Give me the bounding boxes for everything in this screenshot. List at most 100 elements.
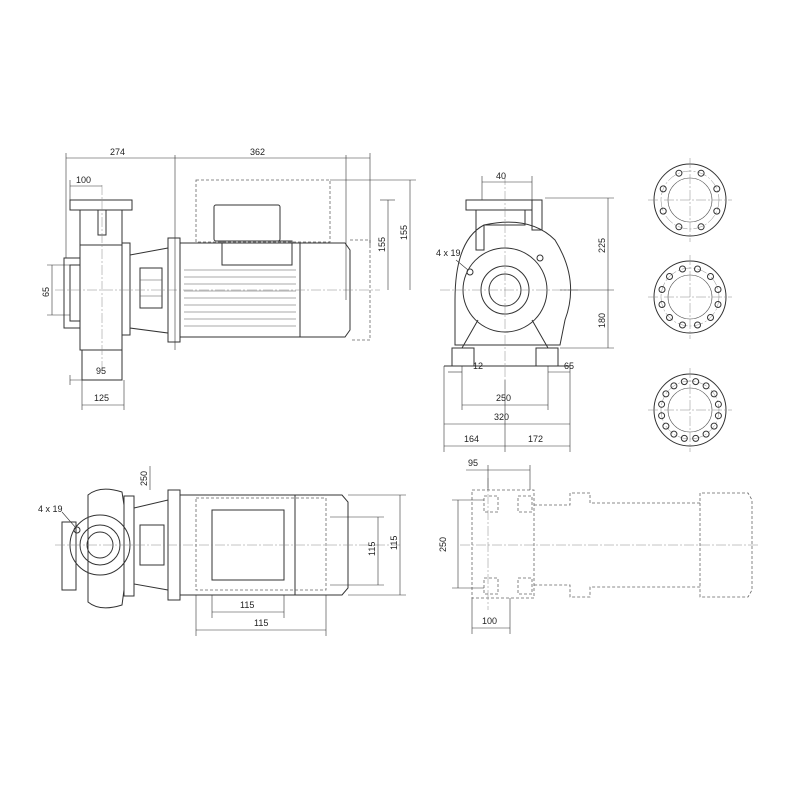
- side-outlet-neck: [79, 210, 123, 246]
- flange-bolt-hole: [692, 434, 700, 442]
- flange-bolt-hole: [662, 390, 670, 398]
- dim-65-front: 65: [564, 361, 574, 371]
- plan-adapter-flange: [123, 495, 135, 597]
- side-inlet-flange: [63, 257, 81, 329]
- flange-bolt-hole: [714, 400, 722, 408]
- footprint-dimensions: 95 250 100: [438, 458, 531, 634]
- side-outlet-flange: [69, 199, 133, 211]
- flange-bolt-hole: [680, 378, 688, 386]
- plan-inlet-flange: [61, 521, 77, 591]
- flange-bolt-hole: [658, 400, 666, 408]
- front-bolt-hole: [466, 268, 474, 276]
- dim-172: 172: [528, 434, 543, 444]
- front-outlet-side: [531, 199, 543, 231]
- footprint-bolt-pad: [517, 495, 533, 513]
- side-inlet-neck: [69, 264, 81, 322]
- front-outlet-flange: [465, 199, 533, 211]
- flange-bolt-hole: [713, 185, 721, 193]
- flange-bolt-hole: [710, 422, 718, 430]
- flange-bolt-hole: [714, 286, 722, 293]
- side-fan-cover: [299, 242, 351, 338]
- front-volute-casing: [454, 221, 572, 346]
- flange-bolt-hole: [662, 422, 670, 430]
- flange-bolt-hole: [659, 207, 667, 215]
- side-adapter-flange: [121, 242, 131, 336]
- dim-225: 225: [597, 238, 607, 253]
- dim-65: 65: [41, 287, 51, 297]
- front-view-dimensions: 40 4 x 19 225 180 12 65 250 320 164 172: [436, 171, 614, 452]
- side-view: [55, 155, 380, 381]
- plan-view: [55, 488, 400, 609]
- dim-125: 125: [94, 393, 109, 403]
- dim-155-a: 155: [377, 237, 387, 252]
- flange-bolt-hole: [658, 412, 666, 420]
- flange-hole-patterns: [648, 158, 732, 452]
- flange-bolt-hole: [679, 321, 686, 329]
- flange-bolt-hole: [670, 430, 678, 438]
- dim-95-foot: 95: [468, 458, 478, 468]
- dim-115-c: 115: [240, 600, 254, 610]
- side-coupling: [139, 267, 163, 309]
- dim-250-front: 250: [496, 393, 511, 403]
- flange-bolt-hole: [694, 321, 701, 329]
- flange-bolt-hole: [707, 314, 714, 321]
- front-bolt-hole: [536, 254, 544, 262]
- dim-250-plan: 250: [139, 471, 149, 486]
- flange-bolt-hole: [714, 412, 722, 420]
- side-envelope-top: [195, 179, 331, 243]
- dim-4x19-plan: 4 x 19: [38, 504, 63, 514]
- dim-320: 320: [494, 412, 509, 422]
- plan-view-dimensions: 250 4 x 19 115 115 115 115: [38, 466, 406, 636]
- dim-250-foot: 250: [438, 537, 448, 552]
- plan-envelope: [195, 497, 327, 591]
- flange-bolt-hole: [694, 265, 701, 273]
- side-terminal-box: [213, 204, 281, 242]
- flange-bolt-hole: [658, 286, 666, 293]
- flange-bolt-hole: [713, 207, 721, 215]
- footprint-view: [460, 478, 760, 610]
- flange-bolt-hole: [675, 223, 683, 231]
- front-foot-right: [535, 347, 559, 367]
- flange-bolt-hole: [710, 390, 718, 398]
- flange-bolt-hole: [707, 273, 714, 280]
- flange-pattern-2: [648, 255, 732, 339]
- flange-bolt-hole: [675, 169, 683, 177]
- flange-bolt-hole: [679, 265, 686, 273]
- flange-bolt-hole: [680, 434, 688, 442]
- side-envelope-end: [350, 239, 371, 341]
- dim-115-d: 115: [254, 618, 268, 628]
- dim-155-b: 155: [399, 225, 409, 240]
- dim-100: 100: [76, 175, 91, 185]
- side-view-dimensions: 274 362 100 155 155 65 95 125: [41, 147, 416, 410]
- plan-fan-cover: [294, 494, 349, 596]
- dim-115-a: 115: [367, 542, 377, 556]
- dim-164: 164: [464, 434, 479, 444]
- dim-12: 12: [473, 361, 483, 371]
- footprint-bolt-pad: [517, 577, 533, 595]
- flange-bolt-hole: [697, 169, 705, 177]
- plan-volute: [87, 488, 125, 609]
- flange-bolt-hole: [702, 382, 710, 390]
- dim-274: 274: [110, 147, 125, 157]
- side-motor-fins: [184, 269, 296, 327]
- footprint-bolt-pad: [483, 495, 499, 513]
- footprint-pump-base: [471, 489, 535, 599]
- flange-bolt-hole: [658, 301, 666, 308]
- footprint-bolt-pad: [483, 577, 499, 595]
- dim-100-foot: 100: [482, 616, 497, 626]
- flange-bolt-hole: [666, 273, 673, 280]
- flange-pattern-1: [648, 158, 732, 242]
- dim-362: 362: [250, 147, 265, 157]
- plan-volute-circle: [69, 514, 131, 576]
- dim-115-b: 115: [389, 536, 399, 550]
- dim-180: 180: [597, 313, 607, 328]
- flange-bolt-hole: [714, 301, 722, 308]
- dim-4x19: 4 x 19: [436, 248, 461, 258]
- front-view: [440, 175, 580, 380]
- dim-40: 40: [496, 171, 506, 181]
- flange-bolt-hole: [670, 382, 678, 390]
- flange-bolt-hole: [666, 314, 673, 321]
- flange-pattern-3: [648, 368, 732, 452]
